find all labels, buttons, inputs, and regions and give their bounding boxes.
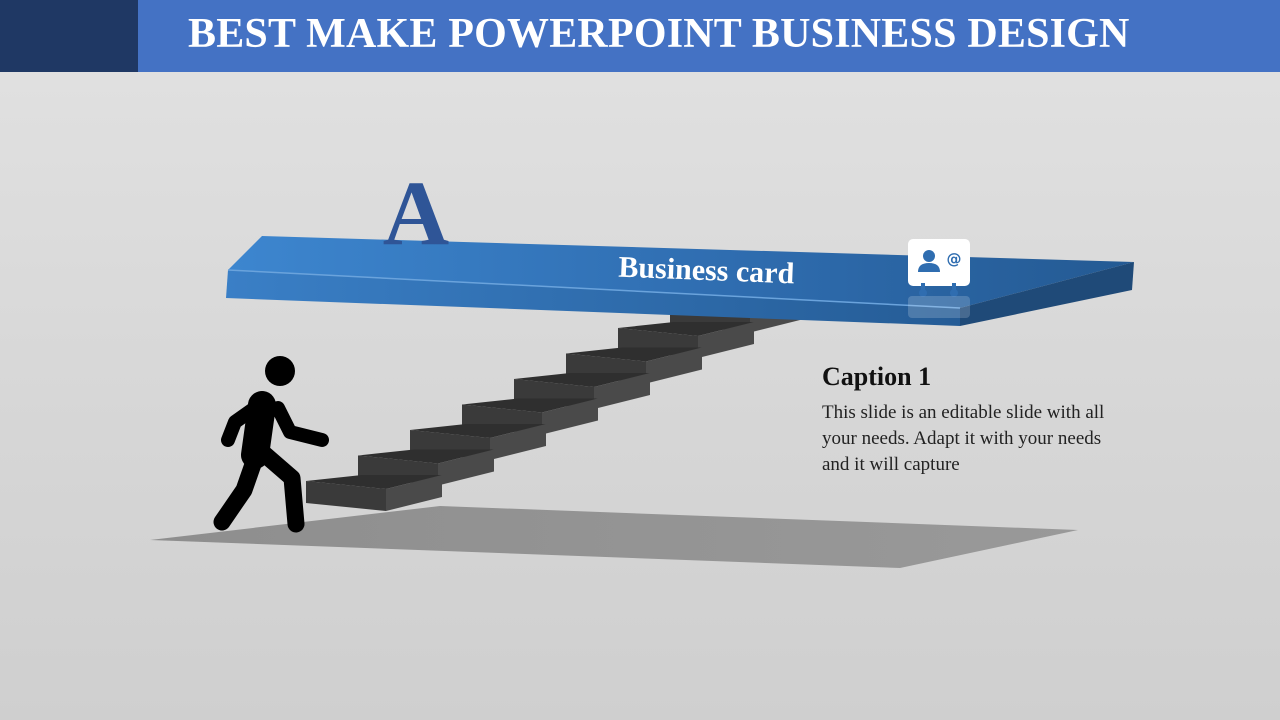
slide-title: BEST MAKE POWERPOINT BUSINESS DESIGN	[188, 11, 1130, 57]
caption-body: This slide is an editable slide with all…	[822, 402, 1105, 475]
at-symbol-icon: @	[947, 250, 962, 268]
platform-letter: A	[383, 162, 449, 264]
header-accent-block	[0, 0, 138, 72]
stair-step	[306, 475, 442, 511]
floor-shadow	[150, 506, 1078, 568]
business-card-platform	[226, 236, 1134, 326]
business-card-icon: @	[908, 239, 970, 318]
platform-front	[226, 270, 960, 326]
walking-person-icon	[213, 356, 329, 533]
platform-side	[960, 262, 1134, 326]
platform-top	[228, 236, 1134, 308]
platform-label: Business card	[618, 251, 795, 291]
header-bar: BEST MAKE POWERPOINT BUSINESS DESIGN	[0, 0, 1280, 72]
caption-title: Caption 1	[822, 362, 932, 391]
